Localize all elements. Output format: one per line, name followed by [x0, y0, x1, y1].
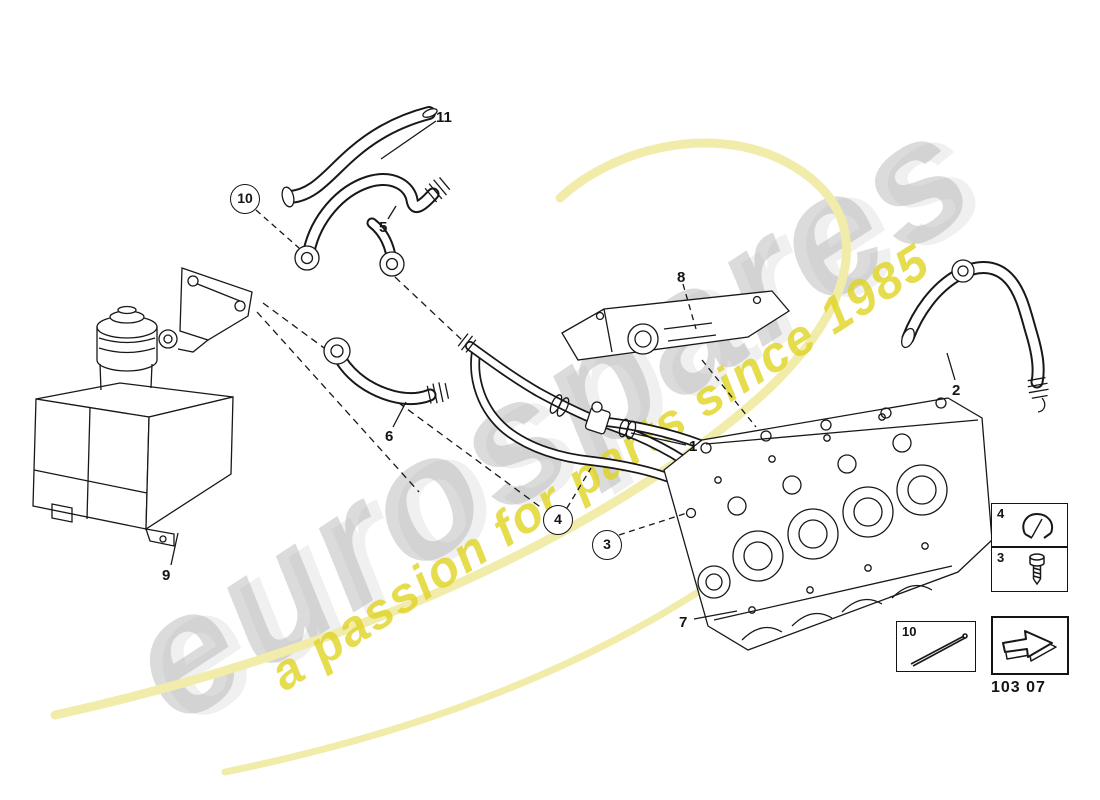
callout-4[interactable]: 4 — [543, 505, 573, 535]
cover-plate — [561, 290, 790, 361]
hose-6 — [323, 337, 450, 405]
hose-clip-icon — [1022, 512, 1053, 539]
ribbed-fitting — [457, 333, 477, 353]
legend-item-dipstick[interactable]: 10 — [896, 621, 976, 672]
hose-2 — [901, 259, 1049, 413]
legend-screw-number: 3 — [997, 550, 1005, 565]
connector-ring — [366, 217, 405, 277]
next-diagram-arrow-icon — [1002, 630, 1057, 662]
callout-leaders — [170, 120, 956, 620]
callout-5[interactable]: 5 — [379, 219, 388, 236]
swoosh-curve-small — [221, 548, 760, 776]
callout-7[interactable]: 7 — [679, 614, 688, 631]
callout-9[interactable]: 9 — [162, 567, 171, 584]
legend-clip-number: 4 — [997, 506, 1005, 521]
diagram-part-code: 103 07 — [991, 679, 1046, 696]
hose-11 — [281, 106, 438, 208]
callout-2[interactable]: 2 — [952, 382, 961, 399]
callout-8[interactable]: 8 — [677, 269, 686, 286]
screw-icon — [1029, 553, 1045, 586]
valve-cover — [663, 397, 993, 651]
swoosh-curve-main — [50, 138, 851, 720]
coolant-reservoir — [32, 267, 253, 547]
legend-next-arrow[interactable] — [991, 616, 1069, 675]
ribbed-fitting — [426, 382, 450, 404]
legend-item-screw[interactable]: 3 — [991, 547, 1068, 592]
legend-item-clip[interactable]: 4 — [991, 503, 1068, 547]
callout-6[interactable]: 6 — [385, 428, 394, 445]
dipstick-icon — [910, 633, 968, 667]
callout-3[interactable]: 3 — [592, 530, 622, 560]
hose-clamp — [618, 418, 630, 438]
cover-bolt — [685, 507, 697, 519]
callout-11[interactable]: 11 — [436, 109, 452, 126]
legend-dipstick-number: 10 — [902, 624, 917, 639]
callout-1[interactable]: 1 — [689, 438, 698, 455]
hose-5 — [294, 173, 451, 271]
callout-dashed-leaders — [255, 209, 757, 536]
construction-lines — [256, 276, 544, 510]
callout-10[interactable]: 10 — [230, 184, 260, 214]
ribbed-fitting — [424, 177, 451, 203]
ribbed-fitting — [1027, 376, 1049, 399]
